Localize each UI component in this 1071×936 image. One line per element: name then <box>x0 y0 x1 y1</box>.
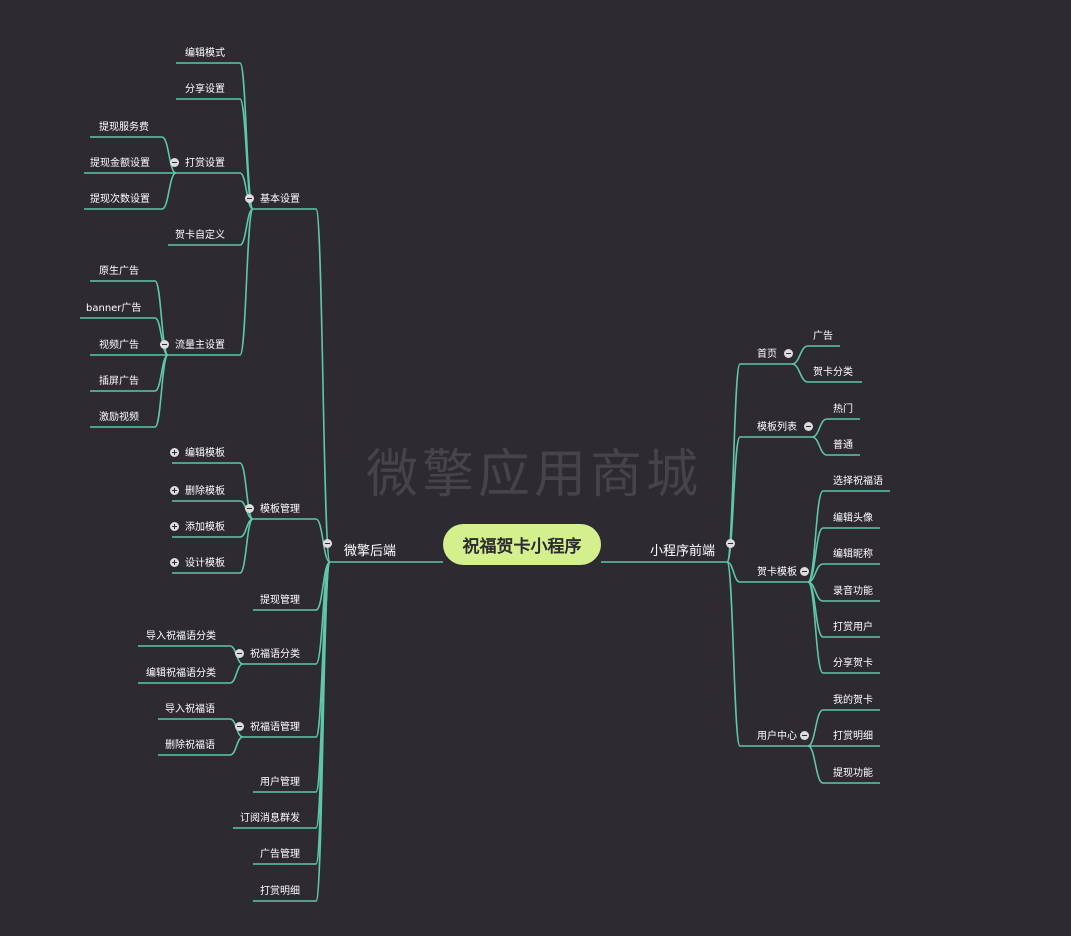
connector-r2 <box>726 561 808 583</box>
node-提现功能[interactable]: 提现功能 <box>833 768 873 779</box>
connector-r3 <box>807 709 880 747</box>
connector-l4 <box>80 317 169 356</box>
node-插屏广告[interactable]: 插屏广告 <box>99 376 139 387</box>
node-订阅消息群发[interactable]: 订阅消息群发 <box>240 813 300 824</box>
node-贺卡自定义[interactable]: 贺卡自定义 <box>175 230 225 241</box>
connector-l4 <box>90 136 177 174</box>
node-编辑头像[interactable]: 编辑头像 <box>833 513 873 524</box>
connector-r3 <box>791 363 862 383</box>
node-导入祝福语[interactable]: 导入祝福语 <box>165 704 215 715</box>
node-编辑昵称[interactable]: 编辑昵称 <box>833 549 873 560</box>
connector-r3 <box>791 345 840 365</box>
node-贺卡模板[interactable]: 贺卡模板 <box>757 567 797 578</box>
connector-r3 <box>807 527 880 583</box>
connector-r3 <box>807 490 890 583</box>
collapse-toggle-icon[interactable] <box>235 722 244 731</box>
node-编辑模板[interactable]: 编辑模板 <box>185 448 225 459</box>
node-广告管理[interactable]: 广告管理 <box>260 849 300 860</box>
node-普通[interactable]: 普通 <box>833 440 853 451</box>
node-导入祝福语分类[interactable]: 导入祝福语分类 <box>146 631 216 642</box>
connector-l2 <box>253 518 331 563</box>
node-贺卡分类[interactable]: 贺卡分类 <box>813 367 853 378</box>
connector-l2 <box>253 561 331 902</box>
node-视频广告[interactable]: 视频广告 <box>99 340 139 351</box>
collapse-toggle-icon[interactable] <box>160 340 169 349</box>
expand-toggle-icon[interactable] <box>170 486 179 495</box>
connector-l3 <box>172 518 254 574</box>
connector-l3 <box>138 645 244 665</box>
connector-l3 <box>172 462 254 520</box>
connector-l3 <box>168 208 254 246</box>
node-热门[interactable]: 热门 <box>833 404 853 415</box>
node-流量主设置[interactable]: 流量主设置 <box>175 340 225 351</box>
connector-r2 <box>726 561 808 747</box>
collapse-toggle-icon[interactable] <box>784 349 793 358</box>
node-用户中心[interactable]: 用户中心 <box>757 731 797 742</box>
connector-r3 <box>807 581 880 674</box>
node-基本设置[interactable]: 基本设置 <box>260 194 300 205</box>
node-删除祝福语[interactable]: 删除祝福语 <box>165 740 215 751</box>
node-打赏明细[interactable]: 打赏明细 <box>260 886 300 897</box>
connector-l4 <box>90 354 169 428</box>
node-提现次数设置[interactable]: 提现次数设置 <box>90 194 150 205</box>
node-用户管理[interactable]: 用户管理 <box>260 777 300 788</box>
node-广告[interactable]: 广告 <box>813 331 833 342</box>
collapse-toggle-icon[interactable] <box>323 539 332 548</box>
collapse-toggle-icon[interactable] <box>245 504 254 513</box>
node-模板列表[interactable]: 模板列表 <box>757 422 797 433</box>
connector-r2 <box>726 436 812 563</box>
node-首页[interactable]: 首页 <box>757 349 777 360</box>
node-分享设置[interactable]: 分享设置 <box>185 84 225 95</box>
node-编辑祝福语分类[interactable]: 编辑祝福语分类 <box>146 668 216 679</box>
node-祝福语管理[interactable]: 祝福语管理 <box>250 722 300 733</box>
expand-toggle-icon[interactable] <box>170 558 179 567</box>
connector-r3 <box>807 745 880 784</box>
branch-miniapp-frontend[interactable]: 小程序前端 <box>650 544 716 559</box>
collapse-toggle-icon[interactable] <box>726 539 735 548</box>
node-添加模板[interactable]: 添加模板 <box>185 522 225 533</box>
connector-r3 <box>811 436 860 456</box>
node-祝福语分类[interactable]: 祝福语分类 <box>250 649 300 660</box>
connector-l3 <box>138 663 244 684</box>
node-banner广告[interactable]: banner广告 <box>86 303 142 314</box>
connector-l3 <box>158 736 244 756</box>
node-提现管理[interactable]: 提现管理 <box>260 595 300 606</box>
branch-wei-backend[interactable]: 微擎后端 <box>344 544 397 559</box>
collapse-toggle-icon[interactable] <box>804 422 813 431</box>
node-原生广告[interactable]: 原生广告 <box>99 266 139 277</box>
root-node[interactable]: 祝福贺卡小程序 <box>443 524 601 565</box>
connector-r2 <box>726 363 792 563</box>
node-设计模板[interactable]: 设计模板 <box>185 558 225 569</box>
connector-l3 <box>176 172 254 210</box>
collapse-toggle-icon[interactable] <box>245 194 254 203</box>
connector-l3 <box>176 98 254 210</box>
expand-toggle-icon[interactable] <box>170 522 179 531</box>
node-提现服务费[interactable]: 提现服务费 <box>99 122 149 133</box>
connector-l4 <box>84 172 177 210</box>
node-模板管理[interactable]: 模板管理 <box>260 504 300 515</box>
node-选择祝福语[interactable]: 选择祝福语 <box>833 476 883 487</box>
node-编辑模式[interactable]: 编辑模式 <box>185 48 225 59</box>
connector-l3 <box>172 500 254 520</box>
node-我的贺卡[interactable]: 我的贺卡 <box>833 695 873 706</box>
node-分享贺卡[interactable]: 分享贺卡 <box>833 658 873 669</box>
watermark: 微擎应用商城 <box>366 445 703 505</box>
node-删除模板[interactable]: 删除模板 <box>185 486 225 497</box>
connector-l3 <box>168 208 254 356</box>
connector-l3 <box>158 718 244 738</box>
node-激励视频[interactable]: 激励视频 <box>99 412 139 423</box>
collapse-toggle-icon[interactable] <box>800 731 809 740</box>
node-录音功能[interactable]: 录音功能 <box>833 586 873 597</box>
connector-r3 <box>811 418 860 438</box>
collapse-toggle-icon[interactable] <box>235 649 244 658</box>
collapse-toggle-icon[interactable] <box>800 567 809 576</box>
node-打赏设置[interactable]: 打赏设置 <box>185 158 225 169</box>
collapse-toggle-icon[interactable] <box>170 158 179 167</box>
node-打赏用户[interactable]: 打赏用户 <box>833 622 873 633</box>
connector-r3 <box>807 563 880 583</box>
expand-toggle-icon[interactable] <box>170 448 179 457</box>
node-提现金额设置[interactable]: 提现金额设置 <box>90 158 150 169</box>
node-打赏明细[interactable]: 打赏明细 <box>833 731 873 742</box>
